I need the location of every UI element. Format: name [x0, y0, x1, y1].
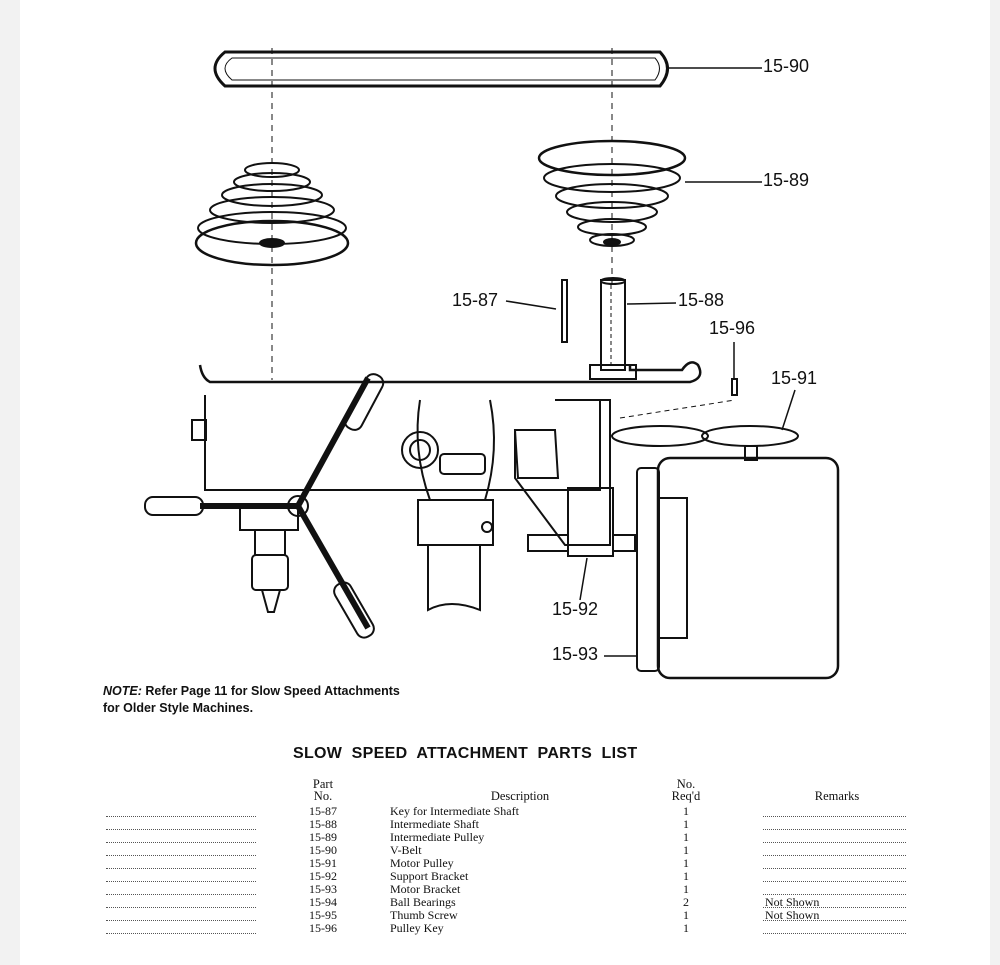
- dotted-line: [763, 881, 906, 882]
- cell-part-no: 15-92: [309, 869, 337, 883]
- note-lead: NOTE:: [103, 684, 142, 698]
- dotted-line: [106, 842, 256, 843]
- cell-description: V-Belt: [390, 843, 422, 857]
- callout-15-91: 15-91: [771, 368, 818, 388]
- header-description-text: Description: [490, 789, 550, 803]
- dotted-line: [763, 855, 906, 856]
- table-row: 15-96 Pulley Key 1: [0, 922, 1000, 935]
- left-stepped-pulley: [194, 162, 350, 267]
- header-remarks: Remarks: [797, 789, 877, 803]
- callout-15-96: 15-96: [709, 318, 756, 338]
- dotted-line: [106, 868, 256, 869]
- callout-15-92: 15-92: [552, 599, 599, 619]
- callout-15-89: 15-89: [763, 170, 810, 190]
- cell-req: 1: [683, 843, 689, 857]
- cell-description: Ball Bearings: [390, 895, 456, 909]
- header-part-no-line1: Part: [312, 777, 334, 791]
- cell-part-no: 15-88: [309, 817, 337, 831]
- table-row: 15-94 Ball Bearings 2 Not Shown: [0, 896, 1000, 909]
- cell-description: Motor Pulley: [390, 856, 454, 870]
- dotted-line: [106, 829, 256, 830]
- v-belt: [213, 50, 669, 88]
- intermediate-shaft: [600, 277, 626, 371]
- header-part-no: Part No.: [303, 777, 343, 803]
- right-stepped-pulley: [537, 139, 687, 247]
- note-line-2: for Older Style Machines.: [103, 701, 254, 715]
- header-remarks-text: Remarks: [814, 789, 860, 803]
- header-part-no-line2: No.: [313, 789, 333, 803]
- cell-remarks: Not Shown: [765, 895, 820, 909]
- dotted-line: [763, 894, 906, 895]
- page-sheet: [20, 0, 990, 965]
- parts-list-title: SLOW SPEED ATTACHMENT PARTS LIST: [293, 745, 638, 762]
- table-row: 15-88 Intermediate Shaft 1: [0, 818, 1000, 831]
- cell-description: Thumb Screw: [390, 908, 458, 922]
- cell-part-no: 15-87: [309, 804, 337, 818]
- dotted-line: [106, 920, 256, 921]
- dotted-line: [763, 907, 906, 908]
- exploded-diagram: [144, 48, 840, 680]
- cell-description: Support Bracket: [390, 869, 469, 883]
- dotted-line: [106, 816, 256, 817]
- callout-15-90: 15-90: [763, 56, 810, 76]
- cell-description: Intermediate Shaft: [390, 817, 479, 831]
- drill-press-head: [144, 361, 702, 639]
- motor-pulley: [611, 399, 799, 461]
- table-row: 15-92 Support Bracket 1: [0, 870, 1000, 883]
- header-req: No. Req'd: [666, 777, 706, 803]
- dotted-line: [763, 920, 906, 921]
- dotted-line: [763, 933, 906, 934]
- dotted-line: [106, 907, 256, 908]
- table-row: 15-90 V-Belt 1: [0, 844, 1000, 857]
- cell-part-no: 15-94: [309, 895, 337, 909]
- table-row: 15-93 Motor Bracket 1: [0, 883, 1000, 896]
- callout-15-87: 15-87: [452, 290, 499, 310]
- header-description: Description: [460, 789, 580, 803]
- cell-req: 1: [683, 804, 689, 818]
- cell-req: 1: [683, 869, 689, 883]
- cell-req: 2: [683, 895, 689, 909]
- dotted-line: [106, 894, 256, 895]
- callout-15-88: 15-88: [678, 290, 725, 310]
- cell-part-no: 15-90: [309, 843, 337, 857]
- cell-part-no: 15-93: [309, 882, 337, 896]
- cell-part-no: 15-89: [309, 830, 337, 844]
- intermediate-shaft-key: [561, 279, 568, 343]
- dotted-line: [106, 855, 256, 856]
- cell-req: 1: [683, 882, 689, 896]
- cell-req: 1: [683, 817, 689, 831]
- cell-part-no: 15-95: [309, 908, 337, 922]
- table-row: 15-91 Motor Pulley 1: [0, 857, 1000, 870]
- cell-remarks: Not Shown: [765, 908, 820, 922]
- table-row: 15-87 Key for Intermediate Shaft 1: [0, 805, 1000, 818]
- dotted-line: [763, 868, 906, 869]
- dotted-line: [763, 816, 906, 817]
- dotted-line: [106, 933, 256, 934]
- callout-15-93: 15-93: [552, 644, 599, 664]
- dotted-line: [106, 881, 256, 882]
- cell-description: Motor Bracket: [390, 882, 461, 896]
- cell-part-no: 15-91: [309, 856, 337, 870]
- cell-req: 1: [683, 921, 689, 935]
- cell-req: 1: [683, 856, 689, 870]
- dotted-line: [763, 842, 906, 843]
- note-text: NOTE: Refer Page 11 for Slow Speed Attac…: [103, 683, 400, 717]
- header-req-line1: No.: [676, 777, 696, 791]
- cell-description: Intermediate Pulley: [390, 830, 485, 844]
- cell-req: 1: [683, 908, 689, 922]
- pulley-key: [731, 378, 738, 396]
- dotted-line: [763, 829, 906, 830]
- table-row: 15-95 Thumb Screw 1 Not Shown: [0, 909, 1000, 922]
- note-line-1: Refer Page 11 for Slow Speed Attachments: [145, 684, 400, 698]
- header-req-line2: Req'd: [671, 789, 701, 803]
- cell-description: Key for Intermediate Shaft: [390, 804, 519, 818]
- cell-part-no: 15-96: [309, 921, 337, 935]
- table-row: 15-89 Intermediate Pulley 1: [0, 831, 1000, 844]
- motor: [636, 456, 840, 680]
- cell-description: Pulley Key: [390, 921, 444, 935]
- cell-req: 1: [683, 830, 689, 844]
